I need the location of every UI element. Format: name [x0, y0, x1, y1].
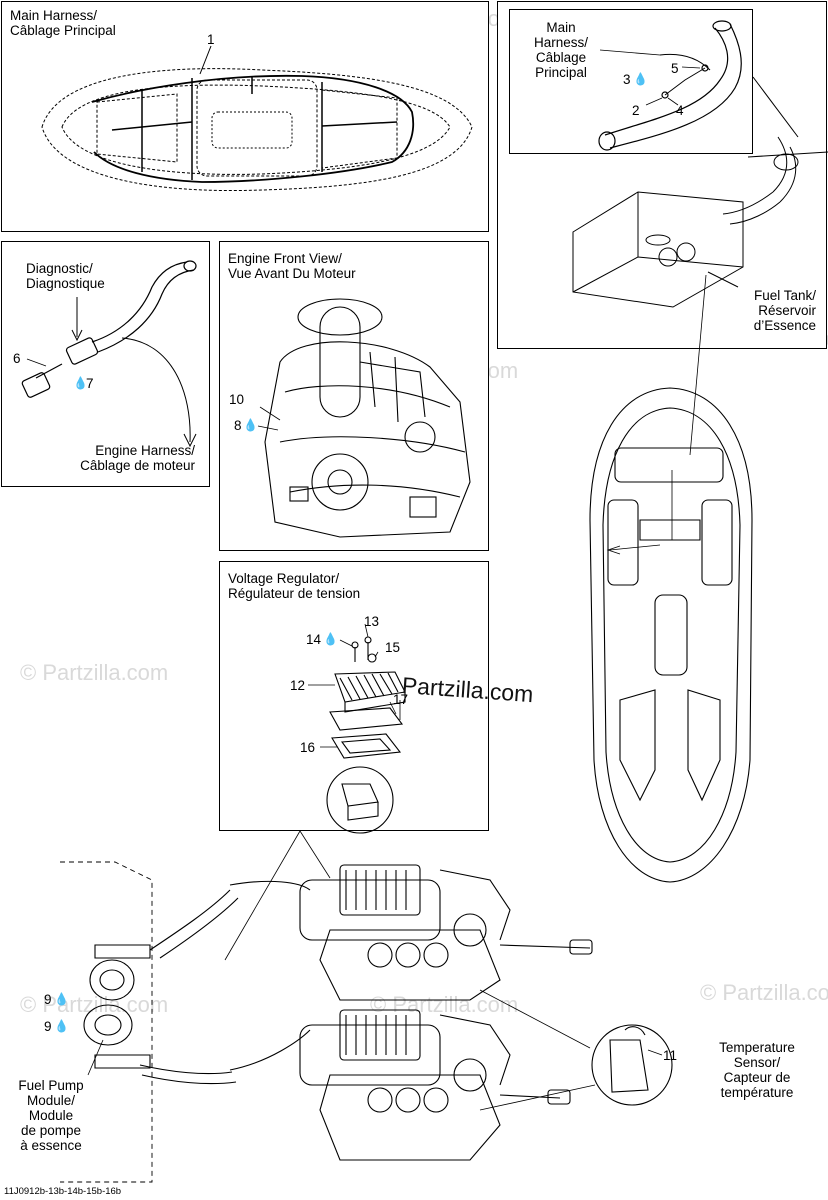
voltage-regulator-panel: Voltage Regulator/ Régulateur de tension… — [219, 561, 489, 834]
engine-harness-label: Engine Harness/ Câblage de moteur — [80, 443, 195, 473]
callout-15: 15 — [385, 640, 401, 655]
drop-icon: 💧 — [54, 1019, 69, 1033]
main-harness-panel: Main Harness/ Câblage Principal 1 — [1, 1, 489, 232]
callout-2: 2 — [632, 103, 640, 118]
engine-front-view-drawing — [257, 298, 471, 538]
callout-9: 9 — [44, 1019, 52, 1034]
watermark: © Partzilla.com — [20, 992, 169, 1017]
fuel-filler-hose-drawing — [598, 20, 742, 151]
drop-icon: 💧 — [243, 418, 258, 432]
callout-5: 5 — [671, 61, 679, 76]
callout-11: 11 — [663, 1048, 678, 1063]
callout-4: 4 — [676, 103, 684, 118]
engine-front-view-label: Engine Front View/ Vue Avant Du Moteur — [228, 251, 356, 281]
callout-12: 12 — [290, 678, 306, 693]
diagnostic-label: Diagnostic/ Diagnostique — [26, 261, 105, 291]
drop-icon: 💧 — [73, 376, 88, 390]
callout-17: 17 — [393, 692, 409, 707]
fuel-tank-harness-label: Main Harness/ Câblage Principal — [533, 20, 589, 80]
voltage-regulator-drawing — [308, 623, 406, 834]
watermark: © Partzilla.com — [700, 980, 828, 1005]
callout-13: 13 — [364, 614, 380, 629]
engine-front-view-panel: Engine Front View/ Vue Avant Du Moteur 1… — [219, 241, 489, 551]
callout-6: 6 — [13, 351, 21, 366]
callout-9: 9 — [44, 992, 52, 1007]
temperature-sensor-label: Temperature Sensor/ Capteur de températu… — [719, 1040, 795, 1100]
fuel-pump-module-label: Fuel Pump Module/ Module de pompe à esse… — [18, 1078, 84, 1153]
fuel-tank-label: Fuel Tank/ Réservoir d’Essence — [753, 288, 816, 333]
callout-1: 1 — [207, 32, 215, 47]
callout-10: 10 — [229, 392, 245, 407]
drop-icon: 💧 — [54, 992, 69, 1006]
watermark: © Partzilla.com — [370, 992, 519, 1017]
drop-icon: 💧 — [633, 72, 648, 86]
callout-8: 8 — [234, 418, 242, 433]
voltage-regulator-label: Voltage Regulator/ Régulateur de tension — [228, 571, 361, 601]
diagram-code: 11J0912b-13b-14b-15b-16b — [4, 1186, 122, 1197]
callout-3: 3 — [623, 72, 631, 87]
watermark: © Partzilla.com — [20, 660, 169, 685]
callout-16: 16 — [300, 740, 316, 755]
callout-14: 14 — [306, 632, 322, 647]
drop-icon: 💧 — [323, 632, 338, 646]
fuel-tank-harness-inset: Main Harness/ Câblage Principal 5 3 💧 2 … — [509, 9, 753, 154]
fuel-tank-drawing — [572, 76, 828, 308]
diagnostic-connector-drawing — [21, 260, 197, 448]
diagnostic-panel: Diagnostic/ Diagnostique 6 💧 7 Engine Ha… — [1, 241, 210, 487]
watercraft-top-view-drawing — [41, 45, 473, 192]
main-harness-label: Main Harness/ Câblage Principal — [10, 8, 116, 38]
callout-7: 7 — [86, 376, 94, 391]
